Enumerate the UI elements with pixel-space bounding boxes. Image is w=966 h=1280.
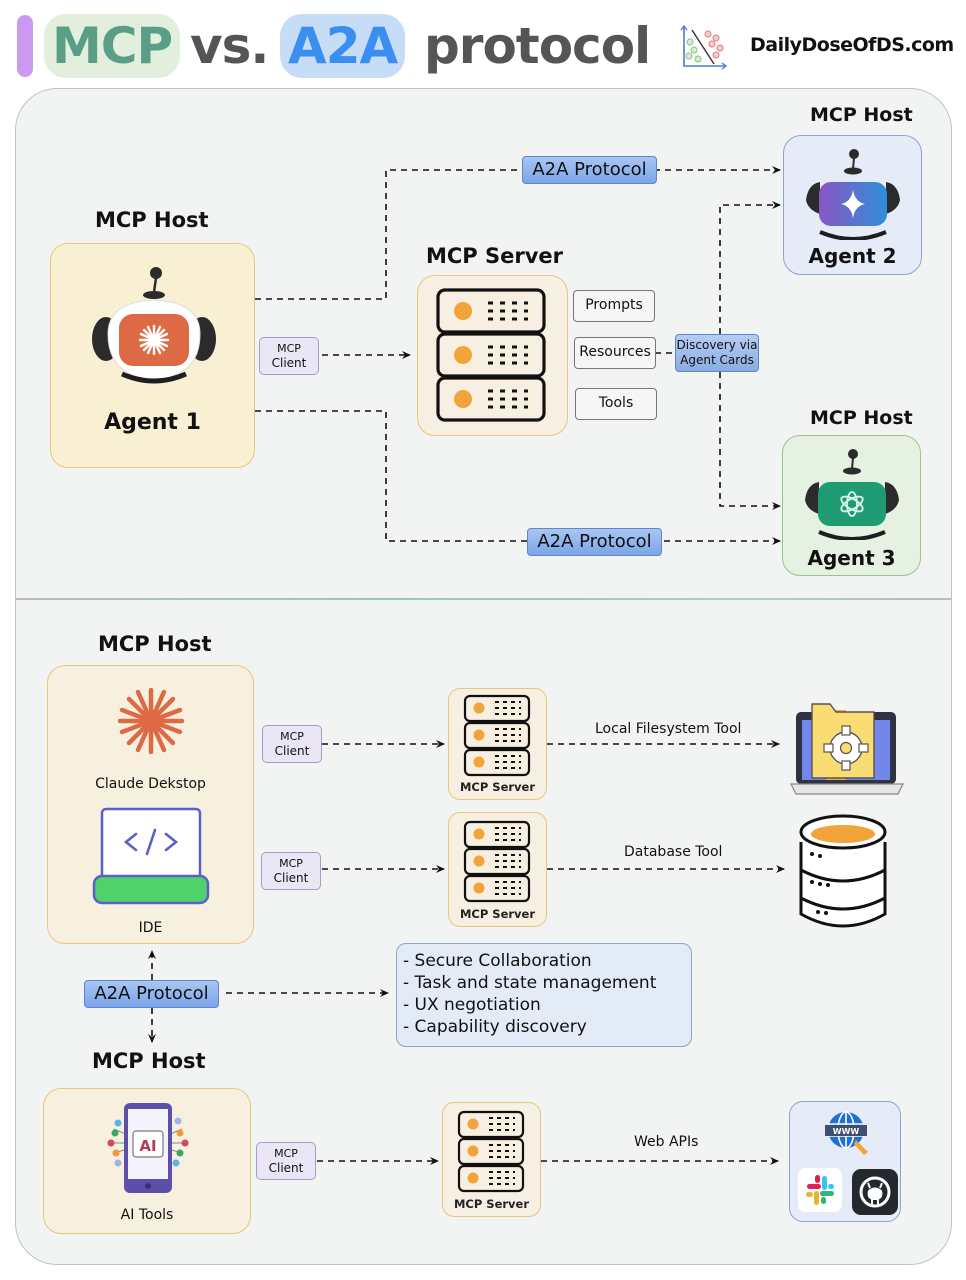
title-protocol: protocol bbox=[424, 17, 651, 75]
title-a2a: A2A bbox=[280, 14, 406, 78]
tool-label-database: Database Tool bbox=[624, 844, 723, 860]
mcp-server-label-2: MCP Server bbox=[459, 907, 536, 921]
mcp-server-box bbox=[417, 275, 568, 436]
benefit-item: - Capability discovery bbox=[403, 1017, 587, 1037]
title-mcp: MCP bbox=[44, 14, 181, 78]
server-rack-icon bbox=[463, 694, 531, 777]
scatter-plot-icon bbox=[680, 24, 728, 70]
mcp-server-box-1: MCP Server bbox=[448, 688, 547, 800]
ai-phone-icon: AI bbox=[107, 1103, 189, 1193]
web-apis-box: WWW bbox=[789, 1101, 901, 1222]
agent3-host-label: MCP Host bbox=[810, 407, 913, 429]
code-laptop-icon bbox=[92, 807, 210, 905]
brand-name: DailyDoseOfDS.com bbox=[750, 34, 954, 56]
feature-tools: Tools bbox=[575, 388, 657, 420]
bottom-host2-label: MCP Host bbox=[92, 1049, 206, 1073]
agent3-host-box: Agent 3 bbox=[782, 435, 921, 576]
bottom-host1-label: MCP Host bbox=[98, 632, 212, 656]
claude-sunburst-icon bbox=[118, 688, 184, 754]
title-vs: vs. bbox=[190, 17, 269, 75]
database-icon bbox=[799, 814, 887, 928]
discovery-tag-line: Discovery via bbox=[676, 338, 758, 352]
agent1-name: Agent 1 bbox=[104, 410, 201, 435]
client-tag-line: MCP bbox=[274, 1147, 298, 1160]
client-tag-line: MCP bbox=[280, 730, 304, 743]
benefit-item: - Task and state management bbox=[403, 973, 657, 993]
accent-bar bbox=[17, 15, 33, 77]
server-rack-icon bbox=[457, 1110, 525, 1193]
claude-desktop-label: Claude Dekstop bbox=[95, 776, 206, 792]
robot-openai-icon bbox=[805, 449, 899, 540]
bottom-host2-box: AI AI Tools bbox=[43, 1088, 251, 1234]
client-tag-line: Client bbox=[268, 1161, 304, 1175]
agent2-host-box: Agent 2 bbox=[783, 135, 922, 275]
mcp-server-box-2: MCP Server bbox=[448, 812, 547, 927]
server-rack-icon bbox=[436, 288, 546, 422]
mcp-server-label-1: MCP Server bbox=[459, 780, 536, 794]
section-divider bbox=[16, 598, 951, 600]
mcp-server-label-3: MCP Server bbox=[453, 1197, 530, 1211]
github-icon bbox=[852, 1169, 898, 1215]
svg-text:WWW: WWW bbox=[833, 1127, 860, 1136]
mcp-server-box-3: MCP Server bbox=[442, 1102, 541, 1217]
client-tag-line: MCP bbox=[277, 342, 301, 355]
globe-www-icon: WWW bbox=[825, 1111, 868, 1155]
slack-icon bbox=[798, 1168, 842, 1212]
server-rack-icon bbox=[463, 820, 531, 903]
a2a-benefits-box: - Secure Collaboration - Task and state … bbox=[396, 943, 692, 1047]
client-tag-line: Client bbox=[271, 356, 307, 370]
agent1-host-box: Agent 1 bbox=[50, 243, 255, 468]
svg-text:AI: AI bbox=[139, 1137, 156, 1155]
laptop-folder-gear-icon bbox=[790, 703, 904, 795]
a2a-protocol-tag-bottom: A2A Protocol bbox=[527, 528, 662, 556]
robot-claude-icon bbox=[92, 267, 216, 384]
a2a-protocol-tag-bottom-section: A2A Protocol bbox=[84, 980, 219, 1008]
robot-gemini-icon bbox=[806, 149, 900, 240]
tool-label-web-apis: Web APIs bbox=[634, 1134, 699, 1150]
tool-label-filesystem: Local Filesystem Tool bbox=[595, 721, 742, 737]
agent3-name: Agent 3 bbox=[807, 546, 896, 570]
client-tag-line: Client bbox=[273, 871, 309, 885]
ide-label: IDE bbox=[138, 920, 163, 936]
agent2-name: Agent 2 bbox=[808, 244, 897, 268]
benefit-item: - UX negotiation bbox=[403, 995, 541, 1015]
benefit-item: - Secure Collaboration bbox=[403, 951, 592, 971]
bottom-host1-box: Claude Dekstop IDE bbox=[47, 665, 254, 944]
agent1-host-label: MCP Host bbox=[95, 208, 209, 232]
client-tag-line: MCP bbox=[279, 857, 303, 870]
title-bar: MCP vs. A2A protocol DailyDoseOfDS.com bbox=[0, 0, 966, 90]
mcp-server-label: MCP Server bbox=[426, 244, 564, 268]
agent2-host-label: MCP Host bbox=[810, 104, 913, 126]
feature-resources: Resources bbox=[574, 337, 656, 369]
feature-prompts: Prompts bbox=[573, 290, 655, 322]
discovery-tag-line: Agent Cards bbox=[680, 353, 754, 367]
client-tag-line: Client bbox=[274, 744, 310, 758]
a2a-protocol-tag-top: A2A Protocol bbox=[522, 156, 657, 184]
ai-tools-label: AI Tools bbox=[120, 1207, 174, 1223]
